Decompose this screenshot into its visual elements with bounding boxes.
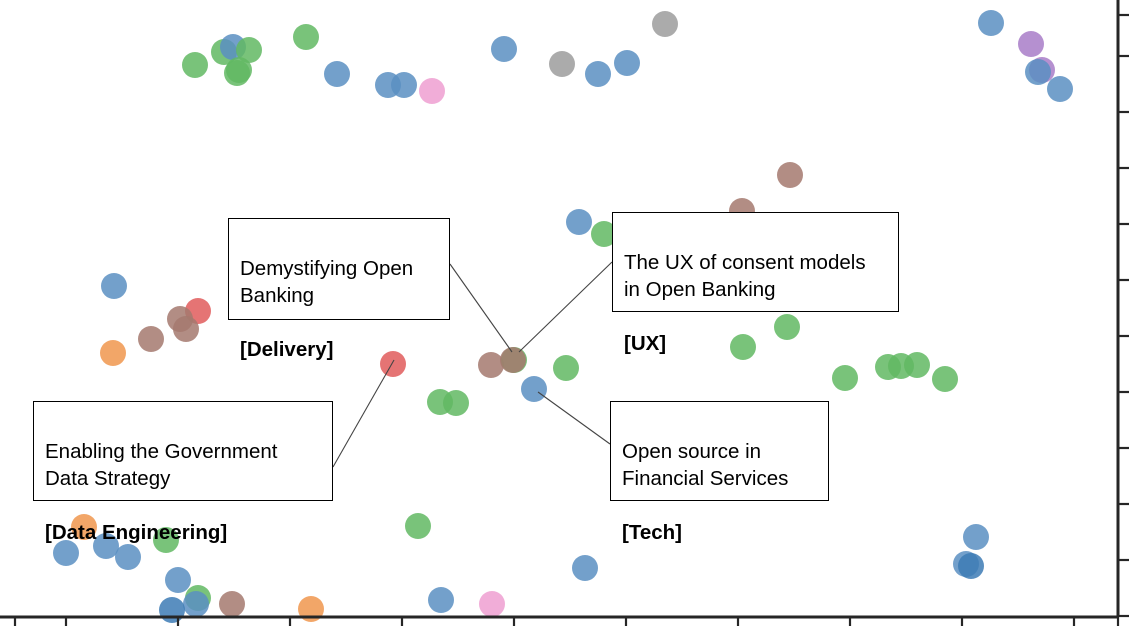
scatter-point[interactable] bbox=[165, 567, 191, 593]
scatter-point[interactable] bbox=[958, 553, 984, 579]
scatter-point[interactable] bbox=[428, 587, 454, 613]
scatter-point[interactable] bbox=[293, 24, 319, 50]
scatter-point[interactable] bbox=[183, 591, 209, 617]
scatter-point[interactable] bbox=[101, 273, 127, 299]
scatter-point[interactable] bbox=[591, 221, 617, 247]
scatter-point[interactable] bbox=[566, 209, 592, 235]
annotation-category: [Delivery] bbox=[240, 338, 334, 361]
scatter-point[interactable] bbox=[71, 514, 97, 540]
scatter-point[interactable] bbox=[1025, 59, 1051, 85]
scatter-point[interactable] bbox=[963, 524, 989, 550]
scatter-point[interactable] bbox=[549, 51, 575, 77]
scatter-point[interactable] bbox=[115, 544, 141, 570]
scatter-point[interactable] bbox=[159, 597, 185, 623]
scatter-point[interactable] bbox=[521, 376, 547, 402]
annotation-category: [Tech] bbox=[622, 521, 682, 544]
scatter-point[interactable] bbox=[1047, 76, 1073, 102]
annotation-leader-line bbox=[518, 261, 613, 353]
annotation-title: Enabling the Government Data Strategy bbox=[45, 440, 278, 490]
scatter-point[interactable] bbox=[932, 366, 958, 392]
annotation-leader-line bbox=[332, 359, 395, 468]
scatter-point[interactable] bbox=[500, 347, 526, 373]
annotation-leader-line bbox=[449, 263, 513, 353]
scatter-point[interactable] bbox=[491, 36, 517, 62]
annotation-title: The UX of consent models in Open Banking bbox=[624, 251, 866, 301]
scatter-point[interactable] bbox=[614, 50, 640, 76]
annotation-category: [Data Engineering] bbox=[45, 521, 228, 544]
scatter-point[interactable] bbox=[777, 162, 803, 188]
scatter-point[interactable] bbox=[219, 591, 245, 617]
scatter-point[interactable] bbox=[479, 591, 505, 617]
scatter-point[interactable] bbox=[224, 60, 250, 86]
scatter-point[interactable] bbox=[138, 326, 164, 352]
annotation-data-engineering[interactable]: Enabling the Government Data Strategy [D… bbox=[33, 401, 333, 544]
annotation-delivery[interactable]: Demystifying Open Banking [Delivery] bbox=[228, 218, 450, 361]
scatter-point[interactable] bbox=[93, 533, 119, 559]
scatter-point[interactable] bbox=[53, 540, 79, 566]
scatter-point[interactable] bbox=[391, 72, 417, 98]
scatter-point[interactable] bbox=[1018, 31, 1044, 57]
scatter-point[interactable] bbox=[774, 314, 800, 340]
scatter-point[interactable] bbox=[904, 352, 930, 378]
scatter-point[interactable] bbox=[572, 555, 598, 581]
scatter-point[interactable] bbox=[978, 10, 1004, 36]
scatter-point[interactable] bbox=[236, 37, 262, 63]
scatter-point[interactable] bbox=[419, 78, 445, 104]
annotation-leader-lines-layer bbox=[332, 261, 613, 468]
annotation-title: Open source in Financial Services bbox=[622, 440, 789, 490]
annotation-category: [UX] bbox=[624, 332, 667, 355]
scatter-point[interactable] bbox=[443, 390, 469, 416]
annotation-title: Demystifying Open Banking bbox=[240, 257, 414, 307]
scatter-point[interactable] bbox=[100, 340, 126, 366]
annotation-leader-line bbox=[537, 391, 611, 445]
scatter-point[interactable] bbox=[730, 334, 756, 360]
scatter-point[interactable] bbox=[832, 365, 858, 391]
scatter-point[interactable] bbox=[553, 355, 579, 381]
scatter-point[interactable] bbox=[182, 52, 208, 78]
scatter-point[interactable] bbox=[380, 351, 406, 377]
annotation-tech[interactable]: Open source in Financial Services [Tech] bbox=[610, 401, 829, 544]
scatter-point[interactable] bbox=[652, 11, 678, 37]
scatter-point[interactable] bbox=[405, 513, 431, 539]
annotation-ux[interactable]: The UX of consent models in Open Banking… bbox=[612, 212, 899, 355]
scatter-point[interactable] bbox=[324, 61, 350, 87]
scatter-point[interactable] bbox=[153, 527, 179, 553]
scatter-point[interactable] bbox=[478, 352, 504, 378]
scatter-point[interactable] bbox=[173, 316, 199, 342]
scatter-point[interactable] bbox=[585, 61, 611, 87]
axes-layer bbox=[0, 0, 1129, 626]
